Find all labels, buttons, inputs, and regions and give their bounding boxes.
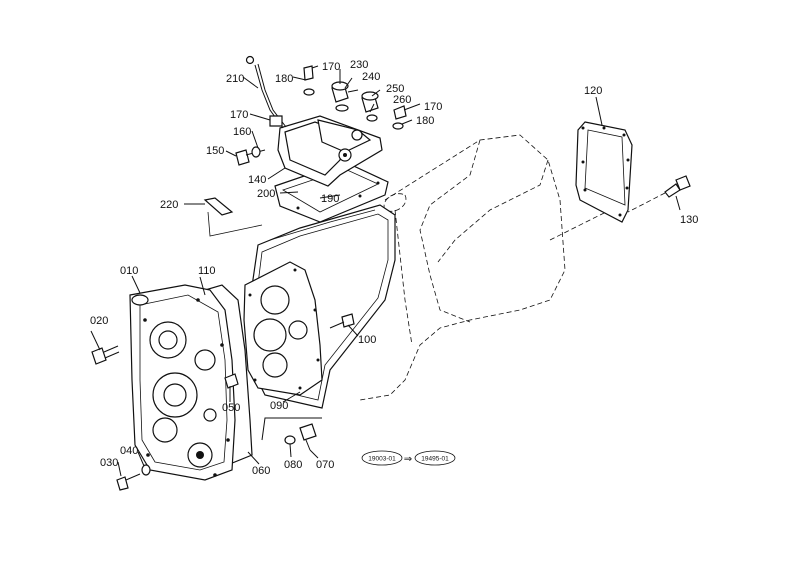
top-cover-140 <box>277 115 383 187</box>
label-190: 190 <box>321 193 339 205</box>
plate-220 <box>203 197 263 237</box>
label-130: 130 <box>680 214 698 226</box>
label-160: 160 <box>233 126 251 138</box>
bolt-100 <box>329 313 355 329</box>
label-010: 010 <box>120 265 138 277</box>
transmission-case <box>359 134 611 401</box>
bolt-020 <box>91 345 120 365</box>
label-070: 070 <box>316 459 334 471</box>
label-140: 140 <box>248 174 266 186</box>
bolt-170-left <box>269 115 283 127</box>
label-250: 250 <box>386 83 404 95</box>
serial-from: 19003-01 <box>368 456 396 463</box>
label-170-top: 170 <box>322 61 340 73</box>
label-180-right: 180 <box>416 115 434 127</box>
label-260: 260 <box>393 94 411 106</box>
bolt-150 <box>235 149 266 166</box>
dowel-050 <box>224 373 239 389</box>
label-120: 120 <box>584 85 602 97</box>
plug-250 <box>361 91 379 122</box>
label-040: 040 <box>120 445 138 457</box>
serial-from-badge <box>361 450 403 466</box>
bolt-030 <box>116 473 141 491</box>
washer-040 <box>141 464 151 476</box>
bolt-170-top <box>303 65 315 96</box>
front-case-010 <box>129 284 236 481</box>
washer-160 <box>251 146 261 158</box>
label-180-top: 180 <box>275 73 293 85</box>
label-150: 150 <box>206 145 224 157</box>
rear-cover-120 <box>575 121 633 223</box>
washer-080 <box>284 435 296 445</box>
label-230: 230 <box>350 59 368 71</box>
label-050: 050 <box>222 402 240 414</box>
serial-to-badge <box>414 450 456 466</box>
label-060: 060 <box>252 465 270 477</box>
serial-reference: 19003-01 ⇒ 19495-01 <box>361 450 456 466</box>
label-170-right: 170 <box>424 101 442 113</box>
label-080: 080 <box>284 459 302 471</box>
label-200: 200 <box>257 188 275 200</box>
leader-lines <box>90 65 681 477</box>
label-210: 210 <box>226 73 244 85</box>
label-110: 110 <box>198 265 216 277</box>
label-090: 090 <box>270 400 288 412</box>
serial-arrow: ⇒ <box>404 454 412 465</box>
label-240: 240 <box>362 71 380 83</box>
bolt-170-right <box>392 105 407 130</box>
middle-plate-110 <box>243 261 323 396</box>
label-170-left: 170 <box>230 109 248 121</box>
part-labels: 210 180 170 230 240 250 260 170 180 170 … <box>90 59 698 477</box>
label-100: 100 <box>358 334 376 346</box>
bolt-130 <box>627 175 691 213</box>
bolt-070 <box>299 423 317 451</box>
label-030: 030 <box>100 457 118 469</box>
serial-to: 19495-01 <box>421 456 449 463</box>
label-220: 220 <box>160 199 178 211</box>
label-020: 020 <box>90 315 108 327</box>
